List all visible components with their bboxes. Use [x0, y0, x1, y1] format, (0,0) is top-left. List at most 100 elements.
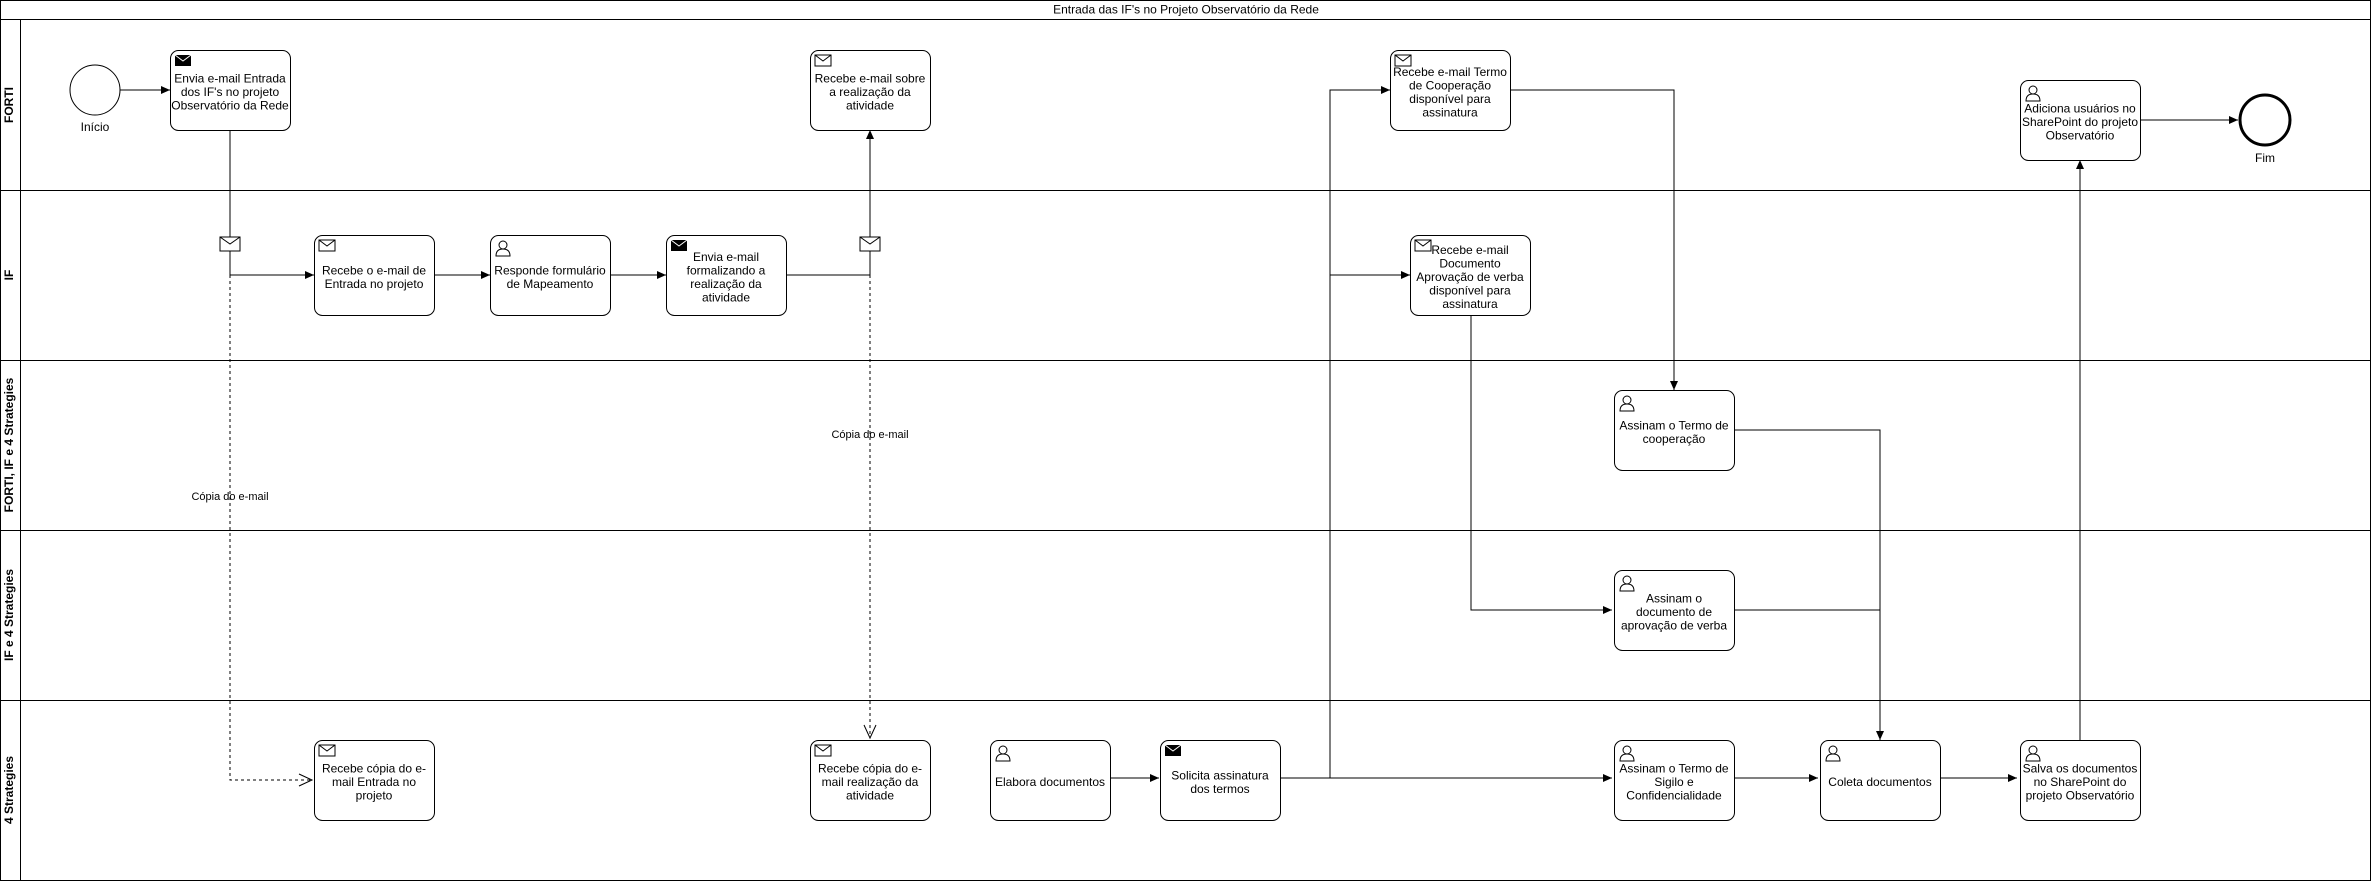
- task-t12[interactable]: Recebe cópia do e-mail realização daativ…: [810, 740, 931, 821]
- task-label-line: projeto Observatório: [2026, 789, 2135, 803]
- task-label-line: Recebe o e-mail de: [322, 263, 426, 277]
- task-label-line: disponível para: [1429, 284, 1511, 298]
- task-label-line: Recebe e-mail sobre: [815, 72, 926, 86]
- end-event[interactable]: Fim: [2238, 93, 2292, 165]
- start-event[interactable]: Início: [69, 64, 121, 134]
- task-label-line: Observatório da Rede: [171, 99, 289, 113]
- task-label-line: Recebe e-mail Termo: [1393, 65, 1507, 79]
- task-label-line: mail Entrada no: [332, 775, 416, 789]
- message-flows: [229, 275, 877, 787]
- start-event-circle[interactable]: [69, 64, 121, 116]
- task-label-line: assinatura: [1422, 105, 1478, 119]
- task-box[interactable]: [810, 740, 931, 821]
- flow-t9-to-t16: [1734, 429, 1884, 740]
- task-box[interactable]: [1410, 235, 1531, 316]
- receive-icon: [318, 239, 336, 252]
- task-label-line: cooperação: [1643, 432, 1706, 446]
- lane-label-4s: 4 Strategies: [2, 756, 16, 824]
- message-label-copy1: Cópia do e-mail: [191, 491, 268, 503]
- task-label-line: Envia e-mail Entrada: [174, 72, 286, 86]
- receive-icon: [814, 744, 832, 757]
- send-icon: [670, 239, 688, 251]
- task-box[interactable]: [1614, 740, 1735, 821]
- task-box[interactable]: [1390, 50, 1511, 131]
- task-box[interactable]: [170, 50, 291, 131]
- task-label-line: Aprovação de verba: [1416, 270, 1524, 284]
- task-box[interactable]: [1614, 570, 1735, 651]
- task-box[interactable]: [2020, 740, 2141, 821]
- lanes: FORTI IF FORTI, IF e 4 Strategies IF e 4…: [0, 20, 2371, 881]
- task-label-line: Assinam o Termo de: [1619, 762, 1728, 776]
- task-label-line: Salva os documentos: [2023, 762, 2138, 776]
- task-label-line: Elabora documentos: [995, 775, 1105, 789]
- lane-label-forti: FORTI: [2, 87, 16, 123]
- message-flow-copy1: [229, 275, 314, 787]
- user-icon: [1619, 575, 1635, 592]
- task-label-line: projeto: [356, 789, 393, 803]
- task-label-line: no SharePoint do: [2034, 775, 2127, 789]
- lane-label-if: IF: [2, 270, 16, 281]
- task-box[interactable]: [990, 740, 1111, 821]
- task-label-line: Responde formulário: [494, 263, 606, 277]
- task-box[interactable]: [314, 235, 435, 316]
- receive-icon: [1414, 239, 1432, 252]
- task-label-line: Entrada no projeto: [325, 277, 424, 291]
- user-icon: [495, 240, 511, 257]
- receive-icon: [814, 54, 832, 67]
- task-box[interactable]: [1160, 740, 1281, 821]
- task-label-line: realização da: [690, 277, 762, 291]
- task-label-line: de Mapeamento: [507, 277, 594, 291]
- send-icon: [174, 54, 192, 66]
- receive-icon: [318, 744, 336, 757]
- flow-t14-to-t3: [1329, 86, 1390, 778]
- task-box[interactable]: [2020, 80, 2141, 161]
- task-label-line: assinatura: [1442, 297, 1498, 311]
- end-event-circle[interactable]: [2238, 93, 2292, 147]
- task-label-line: atividade: [846, 789, 894, 803]
- send-icon: [1164, 744, 1182, 756]
- task-label-line: documento de: [1636, 605, 1712, 619]
- user-icon: [995, 745, 1011, 762]
- task-box[interactable]: [1820, 740, 1941, 821]
- user-icon: [1619, 395, 1635, 412]
- task-box[interactable]: [1614, 390, 1735, 471]
- lane-label-forti-if-4s: FORTI, IF e 4 Strategies: [2, 377, 16, 512]
- task-box[interactable]: [666, 235, 787, 316]
- task-label-line: Documento: [1439, 257, 1501, 271]
- task-label-line: Adiciona usuários no: [2024, 102, 2136, 116]
- start-event-label: Início: [81, 120, 110, 134]
- pool-title: Entrada das IF's no Projeto Observatório…: [1053, 3, 1319, 17]
- task-t16[interactable]: Coleta documentos: [1820, 740, 1941, 821]
- user-icon: [2025, 85, 2041, 102]
- task-t13[interactable]: Elabora documentos: [990, 740, 1111, 821]
- task-label-line: mail realização da: [822, 775, 919, 789]
- task-label-line: Solicita assinatura: [1171, 768, 1269, 782]
- task-box[interactable]: [314, 740, 435, 821]
- task-box[interactable]: [810, 50, 931, 131]
- receive-icon: [1394, 54, 1412, 67]
- task-label-line: Envia e-mail: [693, 250, 759, 264]
- task-label-line: Confidencialidade: [1626, 789, 1722, 803]
- task-label-line: atividade: [702, 290, 750, 304]
- user-icon: [1825, 745, 1841, 762]
- task-box[interactable]: [490, 235, 611, 316]
- message-envelope-icon: [219, 236, 241, 252]
- task-label-line: Recebe cópia do e-: [322, 762, 426, 776]
